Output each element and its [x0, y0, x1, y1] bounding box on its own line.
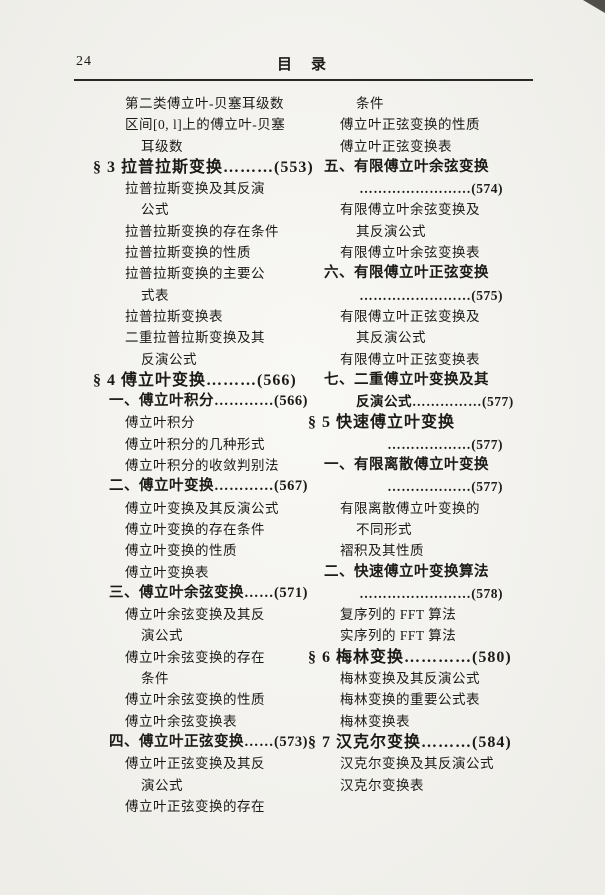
toc-entry: 有限离散傅立叶变换的	[340, 500, 480, 516]
toc-entry: 二、快速傅立叶变换算法	[324, 563, 489, 580]
toc-entry: § 4 傅立叶变换………(566)	[93, 371, 297, 389]
toc-entry: 一、有限离散傅立叶变换	[324, 457, 489, 474]
toc-entry: 傅立叶变换表	[125, 564, 209, 580]
toc-entry: 二、傅立叶变换…………(567)	[109, 478, 308, 495]
toc-entry: 四、傅立叶正弦变换……(573)	[109, 733, 308, 750]
toc-entry: § 5 快速傅立叶变换	[308, 414, 456, 432]
toc-entry: ……………………(574)	[359, 181, 503, 197]
toc-entry: 二重拉普拉斯变换及其	[125, 330, 265, 346]
toc-entry: 拉普拉斯变换的性质	[125, 245, 251, 261]
toc-entry: 褶积及其性质	[340, 543, 424, 559]
toc-entry: 式表	[141, 287, 169, 303]
toc-entry: 梅林变换的重要公式表	[340, 692, 480, 708]
toc-entry: 第二类傅立叶-贝塞耳级数	[125, 96, 284, 111]
page-title: 目 录	[276, 57, 328, 73]
header-rule	[74, 79, 533, 81]
toc-entry: 拉普拉斯变换的主要公	[125, 266, 265, 282]
toc-entry: 反演公式……………(577)	[356, 394, 514, 410]
toc-entry: 三、傅立叶余弦变换……(571)	[109, 584, 308, 601]
toc-entry: 傅立叶余弦变换的存在	[125, 649, 265, 665]
toc-entry: 拉普拉斯变换及其反演	[125, 181, 265, 197]
page-number: 24	[76, 54, 92, 69]
toc-entry: 有限傅立叶余弦变换表	[340, 245, 480, 261]
toc-entry: 傅立叶变换的存在条件	[125, 521, 265, 537]
toc-entry: 演公式	[141, 628, 183, 644]
scan-artifact-corner	[583, 0, 605, 13]
toc-entry: 反演公式	[141, 351, 197, 367]
toc-entry: 实序列的 FFT 算法	[340, 628, 457, 644]
toc-entry: 不同形式	[356, 521, 412, 537]
toc-entry: 汉克尔变换表	[340, 777, 424, 793]
toc-entry: 拉普拉斯变换的存在条件	[125, 223, 279, 239]
toc-entry: 傅立叶余弦变换表	[125, 713, 237, 729]
toc-entry: 傅立叶正弦变换及其反	[125, 756, 265, 772]
toc-entry: 有限傅立叶余弦变换及	[340, 202, 480, 218]
toc-entry: § 3 拉普拉斯变换………(553)	[93, 158, 314, 176]
toc-entry: § 7 汉克尔变换………(584)	[308, 733, 512, 751]
toc-entry: 傅立叶正弦变换的存在	[125, 798, 265, 814]
toc-left-column: 第二类傅立叶-贝塞耳级数区间[0, l]上的傅立叶-贝塞耳级数 § 3 拉普拉斯变…	[93, 93, 314, 817]
toc-entry: 梅林变换表	[340, 713, 410, 729]
toc-entry: 五、有限傅立叶余弦变换	[324, 158, 489, 175]
toc-entry: 有限傅立叶正弦变换及	[340, 308, 480, 324]
toc-entry: 傅立叶正弦变换表	[340, 138, 452, 154]
toc-entry: 复序列的 FFT 算法	[340, 607, 457, 623]
toc-entry: 傅立叶积分的收敛判别法	[125, 458, 279, 474]
toc-right-column: 条件傅立叶正弦变换的性质傅立叶正弦变换表五、有限傅立叶余弦变换 ……………………(…	[308, 93, 514, 796]
toc-entry: 傅立叶变换及其反演公式	[125, 500, 279, 516]
toc-entry: 傅立叶积分的几种形式	[125, 436, 265, 452]
toc-entry: 条件	[141, 671, 169, 687]
toc-entry: 七、二重傅立叶变换及其	[324, 371, 489, 388]
toc-entry: 傅立叶变换的性质	[125, 543, 237, 559]
toc-entry: 其反演公式	[356, 330, 426, 346]
toc-entry: 有限傅立叶正弦变换表	[340, 351, 480, 367]
toc-entry: 拉普拉斯变换表	[125, 308, 223, 324]
toc-entry: 六、有限傅立叶正弦变换	[324, 265, 489, 282]
toc-entry: 条件	[356, 96, 384, 111]
toc-entry: 傅立叶余弦变换及其反	[125, 607, 265, 623]
toc-entry: ………………(577)	[387, 436, 503, 452]
toc-entry: 区间[0, l]上的傅立叶-贝塞	[125, 117, 286, 133]
toc-entry: 傅立叶余弦变换的性质	[125, 692, 265, 708]
toc-entry: 一、傅立叶积分…………(566)	[109, 393, 308, 410]
toc-entry: 演公式	[141, 777, 183, 793]
toc-entry: 其反演公式	[356, 223, 426, 239]
toc-entry: § 6 梅林变换…………(580)	[308, 648, 512, 666]
toc-entry: ……………………(575)	[359, 287, 503, 303]
toc-entry: 汉克尔变换及其反演公式	[340, 756, 494, 772]
toc-entry: 傅立叶正弦变换的性质	[340, 117, 480, 133]
toc-entry: 耳级数	[141, 138, 183, 154]
toc-entry: 傅立叶积分	[125, 415, 195, 431]
toc-entry: ………………(577)	[387, 479, 503, 495]
toc-entry: 梅林变换及其反演公式	[340, 671, 480, 687]
toc-entry: 公式	[141, 202, 169, 218]
toc-entry: ……………………(578)	[359, 585, 503, 601]
